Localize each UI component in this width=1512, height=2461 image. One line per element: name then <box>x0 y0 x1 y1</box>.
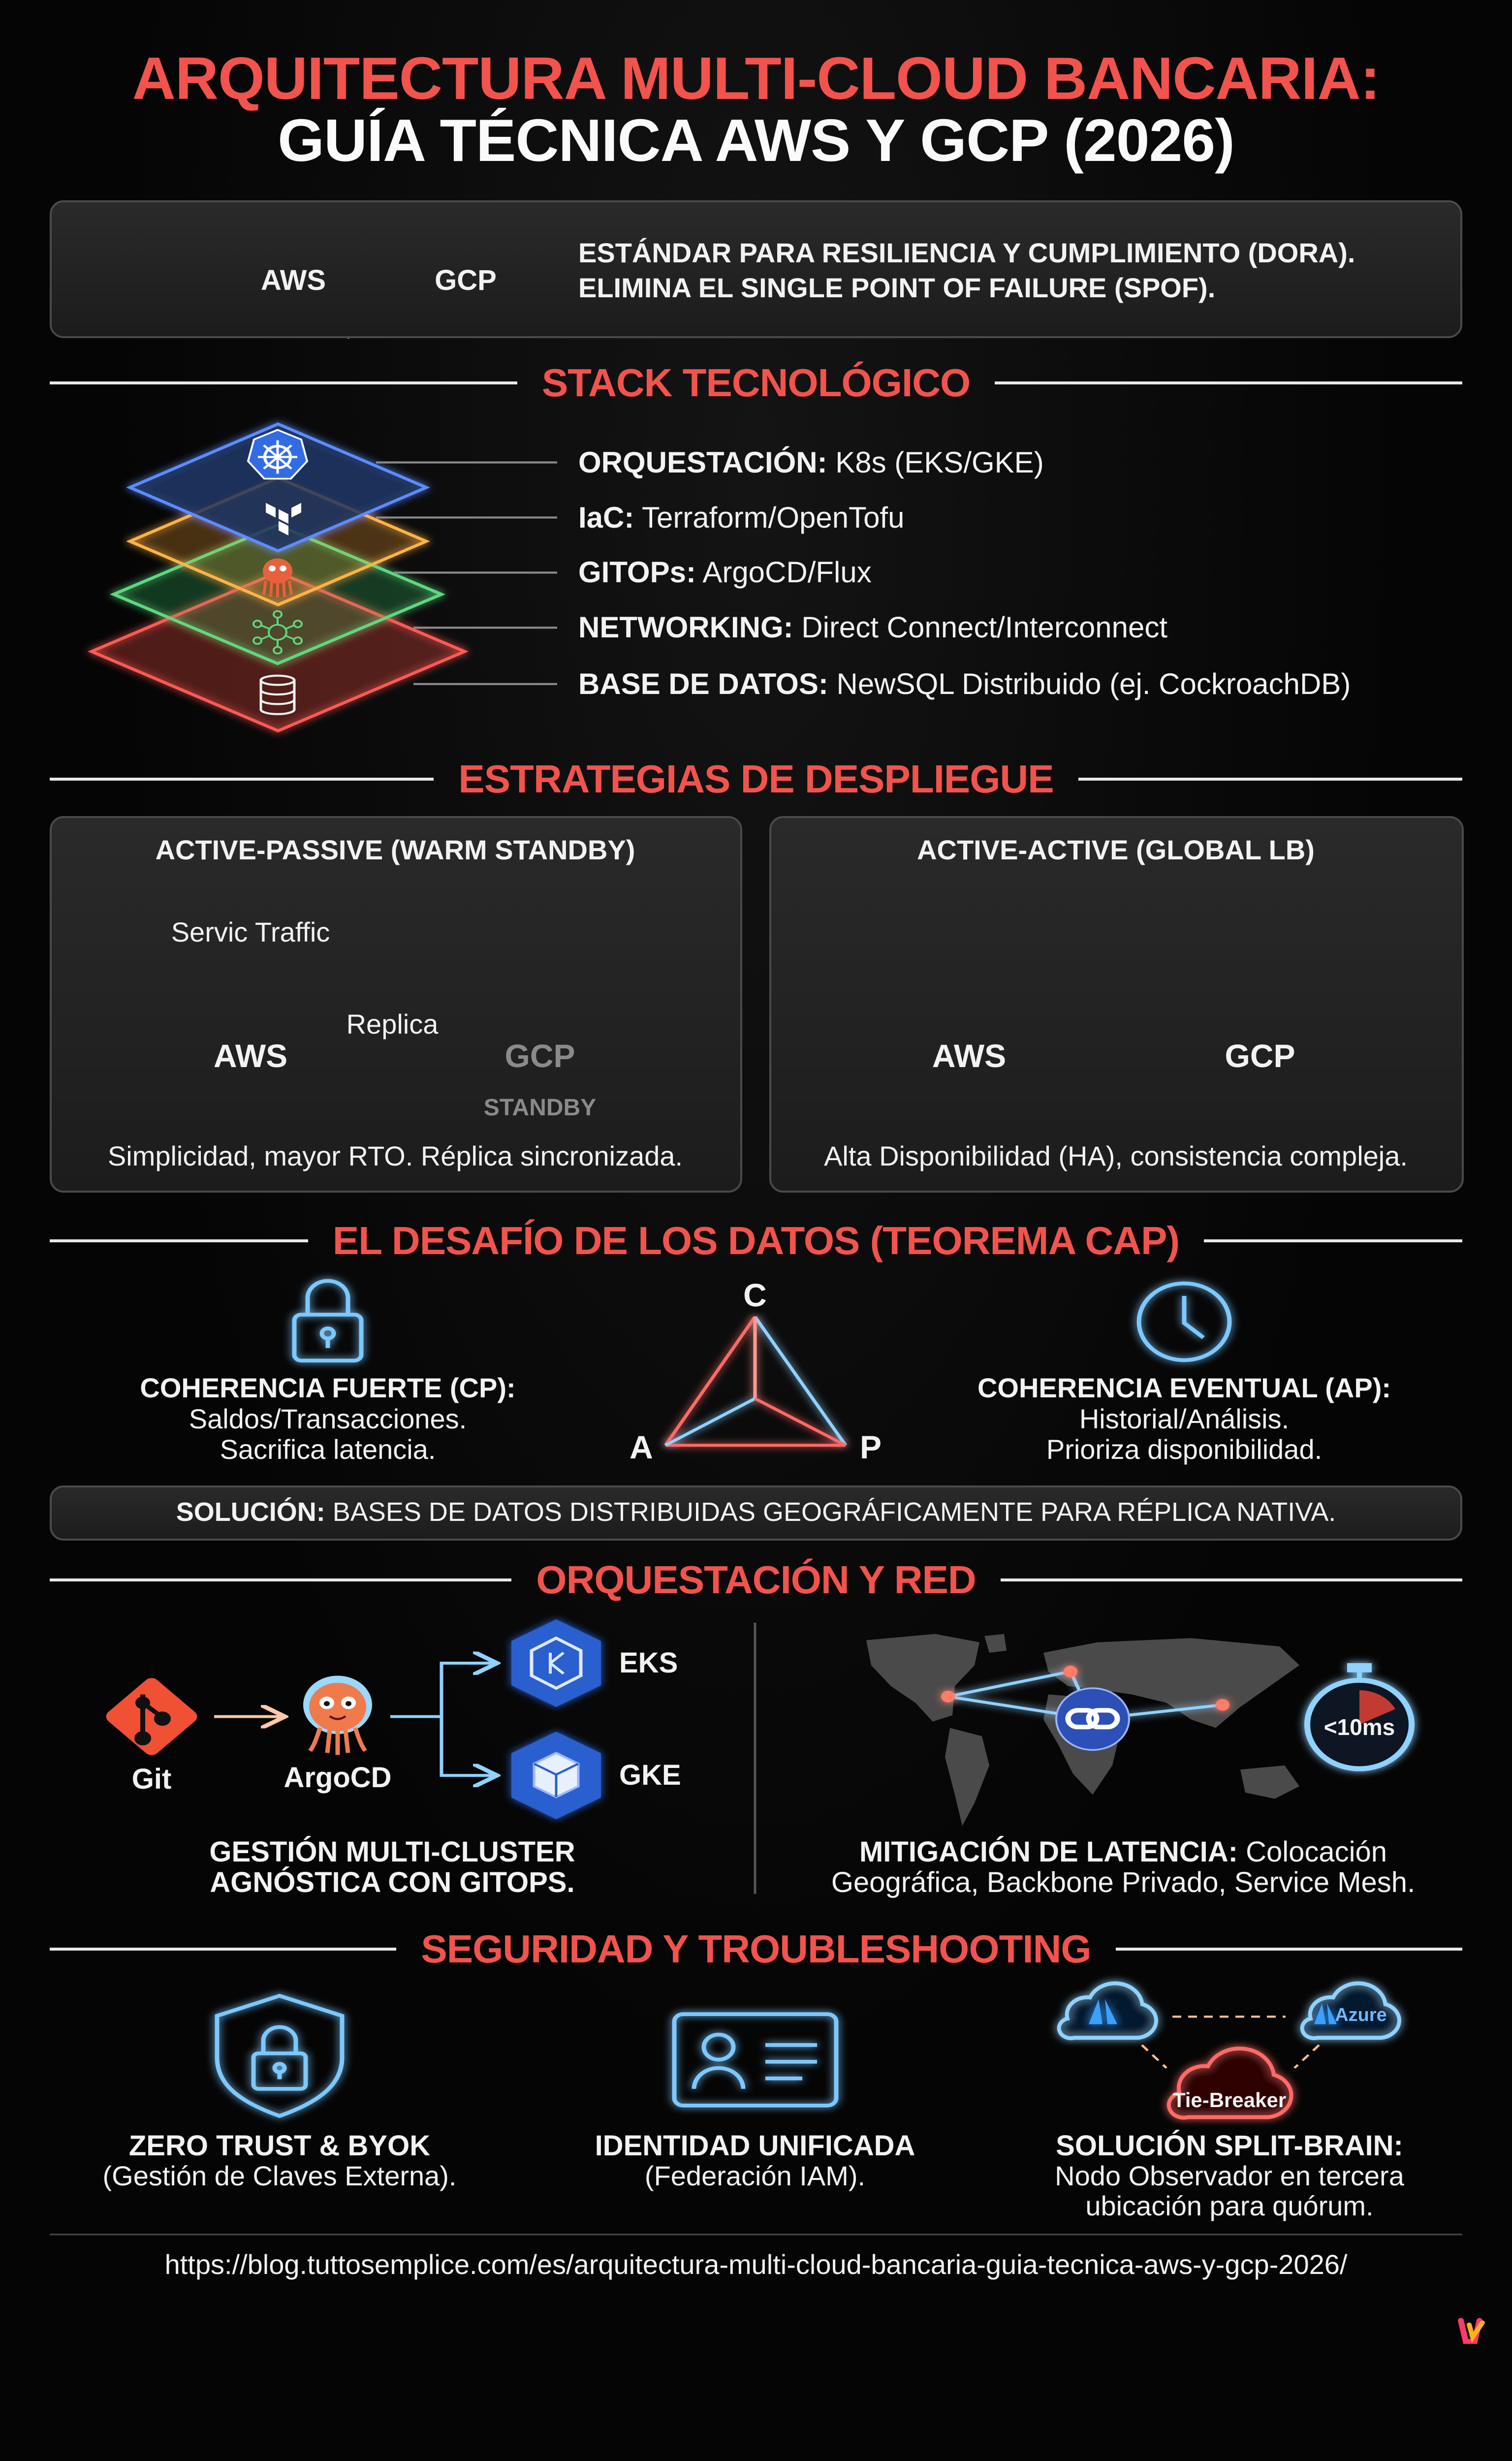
replica-label: Replica <box>346 1009 439 1040</box>
ap-aws-label: AWS <box>213 1038 288 1074</box>
deploy-branch-arrows <box>390 1663 494 1775</box>
section-header-orchestration: ORQUESTACIÓN Y RED <box>50 1560 1462 1600</box>
terraform-icon <box>266 503 301 536</box>
identity-sub: (Federación IAM). <box>644 2160 866 2191</box>
lock-icon <box>292 1279 364 1363</box>
stack-item-iac: IaC: Terraform/OpenTofu <box>578 501 905 534</box>
stack-item-networking: NETWORKING: Direct Connect/Interconnect <box>578 611 1167 644</box>
ap-line-1: Historial/Análisis. <box>1079 1403 1290 1434</box>
argocd-label: ArgoCD <box>284 1762 392 1794</box>
cap-triangle <box>663 1316 848 1447</box>
section-header-strategies: ESTRATEGIAS DE DESPLIEGUE <box>50 759 1463 799</box>
zero-trust-shield-lock-icon <box>215 1993 345 2118</box>
eks-icon <box>511 1619 601 1707</box>
brand-logo <box>1458 2318 1485 2344</box>
clock-icon <box>1136 1281 1232 1362</box>
stack-item-gitops: GITOPs: ArgoCD/Flux <box>578 556 872 589</box>
service-traffic-label: Servic Traffic <box>171 916 330 947</box>
aa-gcp-label: GCP <box>1225 1038 1295 1074</box>
cap-letter-a: A <box>630 1429 653 1465</box>
id-card-icon <box>672 2012 839 2108</box>
title-line-1: ARQUITECTURA MULTI-CLOUD BANCARIA: <box>132 45 1380 112</box>
azure-cloud-icon <box>1059 1984 1156 2038</box>
identity-title: IDENTIDAD UNIFICADA <box>595 2130 915 2162</box>
kubernetes-icon <box>247 429 309 480</box>
section-header-stack: STACK TECNOLÓGICO <box>50 363 1463 403</box>
stack-item-orchestration: ORQUESTACIÓN: K8s (EKS/GKE) <box>578 446 1044 479</box>
eks-label: EKS <box>619 1647 678 1679</box>
database-icon <box>259 674 296 715</box>
ap-line-2: Prioriza disponibilidad. <box>1046 1434 1323 1465</box>
cp-line-1: Saldos/Transacciones. <box>189 1403 467 1434</box>
stopwatch-label: <10ms <box>1323 1714 1395 1740</box>
intro-line-2: ELIMINA EL SINGLE POINT OF FAILURE (SPOF… <box>578 272 1216 303</box>
tie-breaker-label: Tie-Breaker <box>1172 2088 1287 2112</box>
intro-panel <box>50 200 1462 338</box>
quorum-links <box>1141 2016 1320 2069</box>
split-brain-line-2: ubicación para quórum. <box>1085 2190 1374 2221</box>
ap-gcp-label: GCP <box>504 1038 575 1074</box>
latency-caption-line-2: Geográfica, Backbone Privado, Service Me… <box>831 1866 1416 1898</box>
intro-gcp-label: GCP <box>435 264 497 296</box>
git-label: Git <box>131 1763 172 1795</box>
zero-trust-sub: (Gestión de Claves Externa). <box>102 2160 457 2191</box>
git-icon <box>106 1678 197 1755</box>
active-passive-title: ACTIVE-PASSIVE (WARM STANDBY) <box>155 834 635 865</box>
azure-cloud-icon <box>1302 1984 1399 2038</box>
gke-icon <box>511 1732 601 1820</box>
active-passive-caption: Simplicidad, mayor RTO. Réplica sincroni… <box>107 1140 683 1171</box>
infographic: ARQUITECTURA MULTI-CLOUD BANCARIA: GUÍA … <box>0 0 1512 2363</box>
source-url-link[interactable]: https://blog.tuttosemplice.com/es/arquit… <box>164 2249 1348 2280</box>
stack-item-database: BASE DE DATOS: NewSQL Distribuido (ej. C… <box>578 667 1351 700</box>
title-line-2: GUÍA TÉCNICA AWS Y GCP (2026) <box>278 107 1235 174</box>
link-icon <box>1055 1687 1130 1751</box>
split-brain-line-1: Nodo Observador en tercera <box>1055 2160 1404 2191</box>
intro-line-1: ESTÁNDAR PARA RESILIENCIA Y CUMPLIMIENTO… <box>578 237 1355 268</box>
active-active-caption: Alta Disponibilidad (HA), consistencia c… <box>824 1140 1408 1171</box>
orchestration-layer <box>126 422 430 553</box>
argocd-icon <box>262 558 293 598</box>
zero-trust-title: ZERO TRUST & BYOK <box>128 2130 431 2162</box>
ap-title: COHERENCIA EVENTUAL (AP): <box>977 1372 1391 1403</box>
active-active-card <box>769 816 1464 1193</box>
region-dots <box>941 1666 1229 1711</box>
gke-label: GKE <box>619 1759 681 1791</box>
intro-aws-label: AWS <box>260 264 326 296</box>
cap-letter-c: C <box>743 1277 767 1313</box>
aa-aws-label: AWS <box>932 1038 1007 1074</box>
standby-label: STANDBY <box>483 1095 597 1121</box>
graphics-layer <box>50 0 1485 2344</box>
argocd-icon <box>303 1675 372 1755</box>
latency-caption-line-1: MITIGACIÓN DE LATENCIA: Colocación <box>859 1836 1387 1868</box>
cp-title: COHERENCIA FUERTE (CP): <box>140 1372 516 1403</box>
stack-leader-lines <box>376 461 557 685</box>
azure-label: Azure <box>1335 2005 1387 2025</box>
split-brain-title: SOLUCIÓN SPLIT-BRAIN: <box>1056 2130 1403 2162</box>
active-active-title: ACTIVE-ACTIVE (GLOBAL LB) <box>917 834 1315 865</box>
cap-letter-p: P <box>859 1429 882 1465</box>
section-header-cap: EL DESAFÍO DE LOS DATOS (TEOREMA CAP) <box>50 1221 1462 1261</box>
stopwatch-icon <box>1304 1663 1415 1771</box>
gitops-caption-line-2: AGNÓSTICA CON GITOPS. <box>210 1866 575 1898</box>
solution-banner <box>50 1485 1462 1541</box>
cp-line-2: Sacrifica latencia. <box>220 1434 436 1465</box>
solution-text: SOLUCIÓN: BASES DE DATOS DISTRIBUIDAS GE… <box>176 1497 1336 1527</box>
section-header-security: SEGURIDAD Y TROUBLESHOOTING <box>50 1929 1462 1969</box>
gitops-caption-line-1: GESTIÓN MULTI-CLUSTER <box>209 1836 575 1868</box>
stack-layers <box>88 422 469 733</box>
network-icon <box>252 610 303 655</box>
active-passive-card <box>50 816 742 1193</box>
